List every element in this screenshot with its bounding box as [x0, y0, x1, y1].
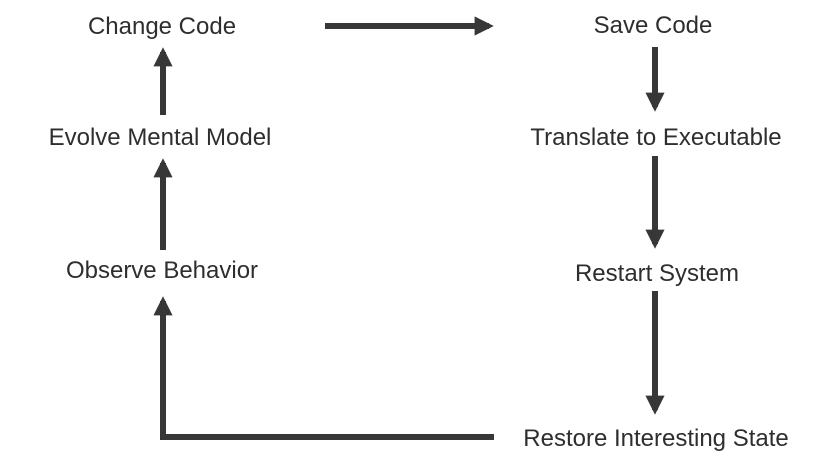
node-translate-to-executable: Translate to Executable	[530, 123, 782, 151]
node-evolve-mental-model: Evolve Mental Model	[48, 123, 272, 151]
node-save-code: Save Code	[593, 11, 713, 39]
arrow-restore-state-to-observe-behavior	[153, 296, 494, 440]
node-restore-interesting-state: Restore Interesting State	[523, 424, 789, 452]
node-observe-behavior: Observe Behavior	[65, 256, 259, 284]
node-restart-system: Restart System	[574, 259, 740, 287]
node-change-code: Change Code	[87, 12, 237, 40]
